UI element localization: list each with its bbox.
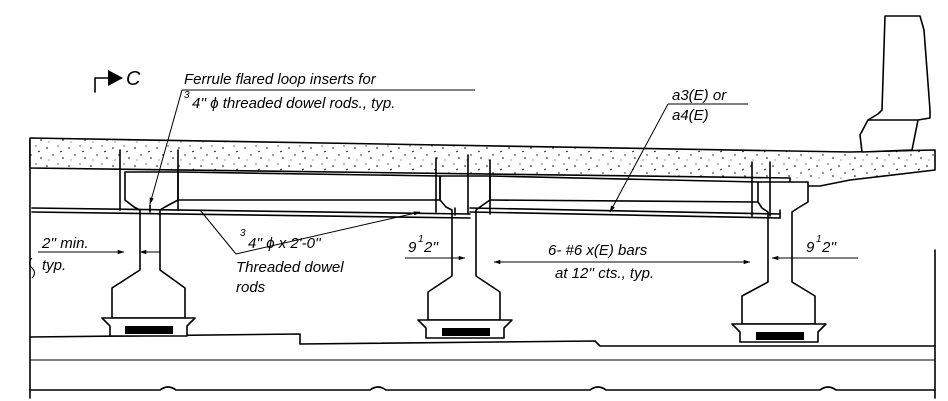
dowel-text-1: 4'' ϕ x 2'-0'' [248,235,322,252]
dim-right-unit: 2'' [821,239,837,256]
bar-mark-note: a3(E) or a4(E) [610,87,748,212]
min-text-2: typ. [42,257,66,274]
dowel-text-3: rods [236,279,266,296]
a4-text: a4(E) [672,107,709,124]
min-cover-note: 2'' min. typ. [29,235,160,279]
ferrule-frac: 3 [184,90,190,101]
girder-right [731,181,827,343]
dim-left-whole: 9 [408,239,417,256]
min-text-1: 2'' min. [41,235,89,252]
ferrule-note: Ferrule flared loop inserts for 3 4'' ϕ … [150,71,475,204]
section-marker: C [94,68,141,93]
reinforcing-bars [31,149,781,219]
dim-left-frac: 1 [418,234,424,245]
ferrule-text-1: Ferrule flared loop inserts for [184,71,377,88]
girder-left [101,171,196,337]
bars-text-1: 6- #6 x(E) bars [548,242,648,259]
a3-text: a3(E) or [672,87,727,104]
dim-left-unit: 2'' [423,239,439,256]
deck-slab-fill [30,138,935,180]
ferrule-text-2: 4'' ϕ threaded dowel rods., typ. [192,95,395,112]
dim-right-frac: 1 [816,234,822,245]
parapet [859,15,931,153]
section-marker-label: C [126,68,141,90]
dim-right-whole: 9 [806,239,815,256]
dowel-note: 3 4'' ϕ x 2'-0'' Threaded dowel rods [199,210,420,296]
bars-text-2: at 12'' cts., typ. [555,265,654,282]
dowel-frac: 3 [240,228,246,239]
ground-line [29,139,936,399]
dim-left: 9 1 2'' [405,234,466,261]
dim-right: 9 1 2'' [771,234,858,261]
bars-note: 6- #6 x(E) bars at 12'' cts., typ. [493,242,751,282]
dowel-text-2: Threaded dowel [236,259,344,276]
girder-middle [417,175,513,339]
